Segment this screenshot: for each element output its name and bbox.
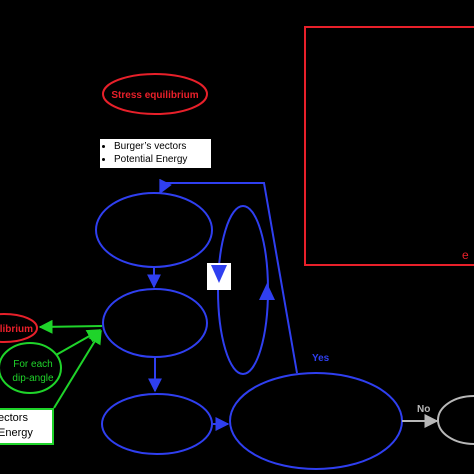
info-box-bottom: ectors Energy [0, 408, 54, 445]
process-node-1 [95, 192, 213, 268]
equilibrium-left-label: ilibrium [0, 324, 33, 335]
decision-node [229, 372, 403, 470]
red-rectangle [304, 26, 474, 266]
stress-equilibrium-label: Stress equilibrium [111, 90, 198, 101]
end-node-gray [437, 395, 474, 445]
info-box-top: Burger’s vectors Potential Energy [100, 139, 211, 168]
process-node-3 [101, 393, 213, 455]
info-item-vectors: ectors [0, 412, 28, 424]
arrow-green-to-equilibrium [38, 319, 103, 334]
info-item-energy: Energy [0, 427, 33, 439]
arrow-green-box-to-node2 [53, 329, 102, 409]
process-node-2 [102, 288, 208, 358]
for-each-label: For each [13, 359, 52, 370]
info-box-top-list: Burger’s vectors Potential Energy [102, 139, 209, 166]
red-rectangle-label: e [462, 248, 469, 262]
info-item-potential-energy: Potential Energy [114, 153, 209, 166]
arrow-feedback-loop [159, 178, 298, 374]
info-item-burgers-vectors: Burger’s vectors [114, 140, 209, 153]
for-each-dip-angle-node [0, 342, 62, 394]
dip-angle-label: dip-angle [12, 373, 54, 384]
yes-label: Yes [312, 353, 330, 364]
equilibrium-node-left [0, 313, 38, 343]
loop-down-arrow-icon [211, 265, 227, 283]
no-label: No [417, 404, 430, 415]
loop-up-arrow-icon [259, 283, 275, 300]
stress-equilibrium-node [102, 73, 208, 115]
